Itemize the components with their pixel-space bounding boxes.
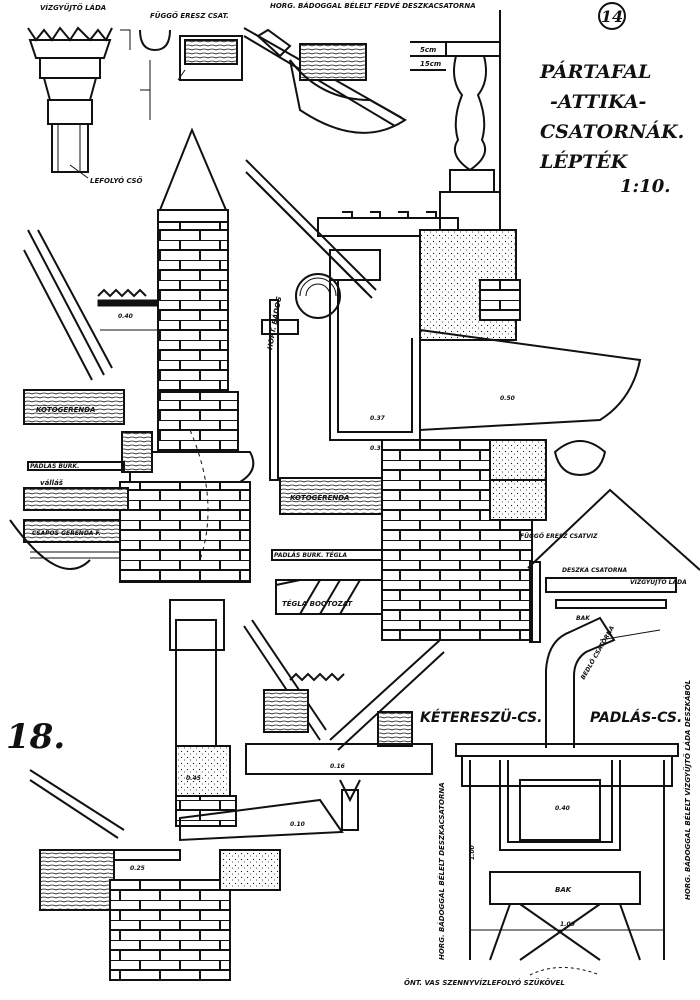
parapet-wall-left: 0.40 KÖTŐGERENDA PADLÁS BURK. válláš CSA… <box>9 127 255 583</box>
brick-boarding-label: TÉGLA BOOTOZAT <box>282 599 353 608</box>
bracket-label-b: BAK <box>555 886 572 894</box>
dim-016: 0.16 <box>330 763 345 770</box>
title-block: PÁRTAFAL -ATTIKA- CSATORNÁK. LÉPTÉK 1:10… <box>539 60 684 197</box>
sheet-number: 14 <box>598 2 626 30</box>
attic-gutter-label: PADLÁS-CS. <box>590 709 682 726</box>
double-slope-gutter: 0.16 KÉTERESZÜ-CS. <box>243 619 542 831</box>
title-line-5: 1:10. <box>620 176 670 197</box>
lined-gutter-vertical: HORT. BÁDOG <box>265 296 283 351</box>
title-line-1: PÁRTAFAL <box>539 60 651 83</box>
dim-040-a: 0.40 <box>118 313 133 320</box>
main-gutter-section: 0.37 0.35 HORT. BÁDOG KÖTŐGERENDA PADLÁS… <box>245 159 642 641</box>
title-line-4: LÉPTÉK <box>539 150 629 173</box>
hanging-gutter-label: FÜGGŐ ERESZ CSAT. <box>150 11 229 20</box>
small-gutter-label: FÜGGŐ ERESZ CSATVIZ <box>520 533 598 540</box>
dim-100-h: 1.00 <box>469 845 476 860</box>
attic-brick-label: PADLÁS BURK. TÉGLA <box>274 551 347 559</box>
rain-head-label: VÍZGYŰJTŐ LÁDA <box>40 3 106 12</box>
dim-15cm: 15cm <box>420 60 441 68</box>
tie-beam-label-2: KÖTŐGERENDA <box>290 493 349 502</box>
cast-iron-pipe-label: ÖNT. VAS SZENNYVÍZLEFOLYÓ SZŰKÖVEL <box>404 978 565 987</box>
attic-gutter-detail: PADLÁS-CS. BEDLŐ CSATORNA 0.40 BAK 1.00 … <box>404 616 692 987</box>
two-slope-label: KÉTERESZÜ-CS. <box>420 708 542 726</box>
dim-045: 0.45 <box>186 775 201 782</box>
small-gutter-detail: FÜGGŐ ERESZ CSATVIZ DESZKA CSATORNA VÍZG… <box>520 488 700 643</box>
dim-025: 0.25 <box>130 865 145 872</box>
dim-100-w: 1.00 <box>560 921 575 928</box>
figure-number: 18. <box>6 717 65 757</box>
lined-collector-vertical: HORG. BÁDOGGAL BÉLELT VÍZGYŰJTŐ LÁDA DES… <box>683 680 692 900</box>
title-line-3: CSATORNÁK. <box>540 120 684 143</box>
lined-gutter-vertical-2: HORG. BÁDOGGAL BÉLELT DESZKACSATORNA <box>437 782 446 960</box>
dim-037: 0.37 <box>370 415 386 422</box>
figure-18-detail: 18. 0.25 0.10 0.45 <box>6 599 344 981</box>
sloped-gutter-detail: HORG. BÁDOGGAL BÉLELT FEDVÉ DESZKACSATOR… <box>243 1 476 134</box>
collector-label-a: VÍZGYŰJTŐ LÁDA <box>630 579 687 586</box>
title-line-2: -ATTIKA- <box>550 91 647 113</box>
downpipe-label: LEFOLYÓ CSŐ <box>90 176 142 185</box>
tenon-beam-label: CSAPOS GERENDA F. <box>32 530 101 537</box>
lined-gutter-label: HORG. BÁDOGGAL BÉLELT FEDVÉ DESZKACSATOR… <box>270 1 476 10</box>
dim-035: 0.35 <box>370 445 385 452</box>
rain-head-detail: VÍZGYŰJTŐ LÁDA LEFOLYÓ CSŐ <box>27 3 142 185</box>
hanging-gutter-detail: FÜGGŐ ERESZ CSAT. <box>139 11 243 120</box>
bracket-label-a: BAK <box>576 615 591 622</box>
attic-floor-label: PADLÁS BURK. <box>30 463 79 470</box>
dim-040-b: 0.40 <box>555 805 570 812</box>
dim-010: 0.10 <box>290 821 305 828</box>
dim-050: 0.50 <box>500 395 515 402</box>
tie-beam-label-1: KÖTŐGERENDA <box>36 405 95 414</box>
dim-5cm: 5cm <box>420 46 436 54</box>
sheet-number-text: 14 <box>601 7 623 26</box>
support-label: válláš <box>40 479 64 487</box>
board-gutter-label: DESZKA CSATORNA <box>562 567 628 574</box>
baluster-detail <box>439 10 501 240</box>
